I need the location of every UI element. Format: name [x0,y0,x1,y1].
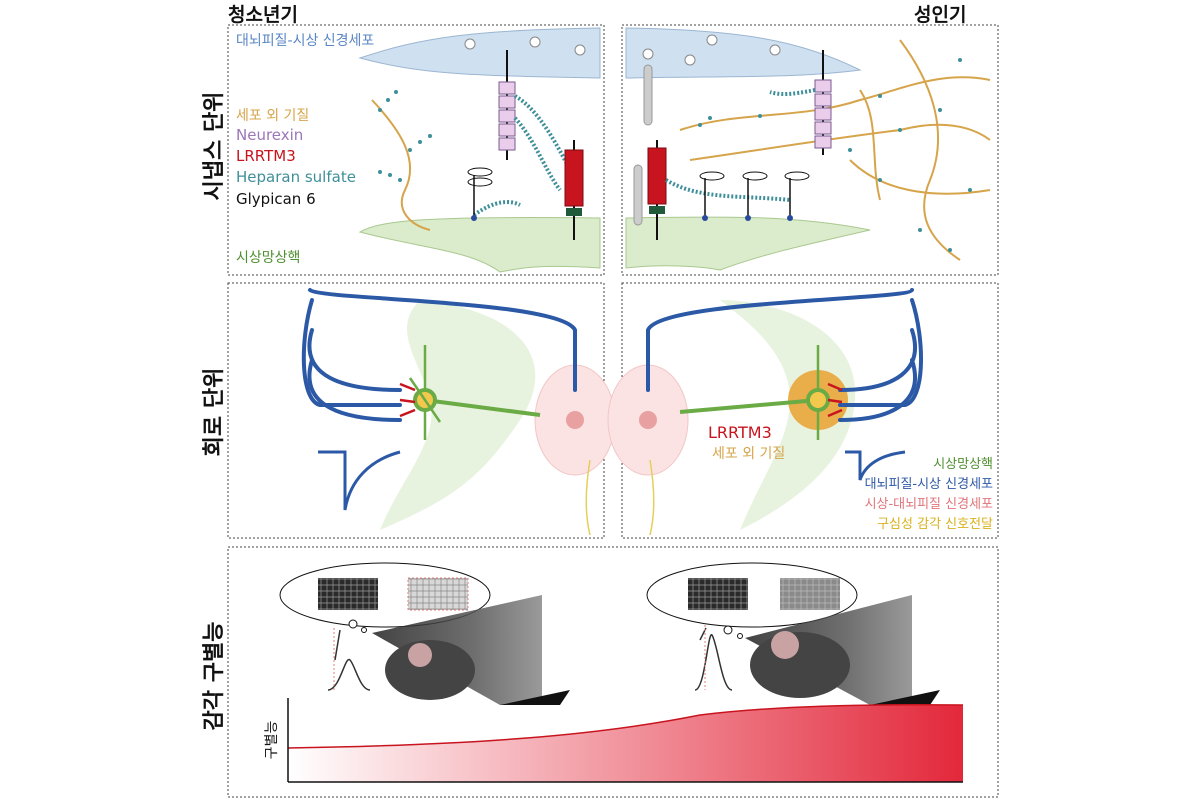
synapse-panel-juvenile [227,24,605,276]
legend-ecm: 세포 외 기질 [236,108,309,124]
circuit-legend-tc: 시상-대뇌피질 신경세포 [865,497,993,512]
epsp-trace-juvenile [318,450,401,511]
circuit-panel-juvenile [227,282,605,539]
texture-b-adult [780,578,840,610]
legend-heparan: Heparan sulfate [236,168,356,186]
circuit-label-lrrtm3: LRRTM3 [708,423,772,442]
legend-glypican: Glypican 6 [236,190,316,208]
circuit-label-ecm: 세포 외 기질 [712,446,785,462]
epsp-trace-adult [845,450,906,481]
lrrtm3-adult [647,147,667,205]
postsynaptic-terminal-adult [625,216,871,271]
neurexin-adult [814,79,832,149]
mouse-juvenile [385,640,475,700]
trn-neuron-adult [806,388,830,412]
presynaptic-terminal-juvenile [358,27,601,79]
circuit-panel-adult [621,282,999,539]
glypicans-adult [699,171,810,221]
presynaptic-terminal-adult [625,27,862,79]
trn-region-adult [720,300,856,530]
legend-neurexin: Neurexin [236,126,303,144]
postsynaptic-terminal-juvenile [358,217,601,273]
glypican-juvenile [471,215,477,221]
circuit-legend-ct: 대뇌피질-시상 신경세포 [865,477,993,492]
neurexin-juvenile [498,81,516,151]
header-adult: 성인기 [914,4,967,26]
header-juvenile: 청소년기 [228,4,298,26]
texture-a-adult [688,578,748,610]
ct-axons-juvenile [301,288,577,422]
circuit-legend-trn: 시상망상핵 [933,457,993,472]
ecm-strand-juvenile [371,99,431,231]
legend-trn: 시상망상핵 [236,250,300,266]
circuit-legend-afferent: 구심성 감각 신호전달 [877,517,993,532]
legend-ct-neuron: 대뇌피질-시상 신경세포 [236,33,374,49]
y-axis-label: 구별능 [264,721,280,760]
mouse-adult [750,632,850,698]
discrimination-area [288,704,963,782]
texture-a-juvenile [318,578,378,610]
ct-axons-adult [646,288,923,422]
sensory-panel [227,546,999,798]
discrimination-curve [287,703,964,749]
lrrtm3-juvenile [564,149,584,207]
legend-lrrtm3: LRRTM3 [236,147,296,165]
synapse-panel-adult [621,24,999,276]
ecm-network-adult [679,39,991,261]
texture-b-juvenile [407,577,469,611]
trn-region-juvenile [380,300,536,530]
